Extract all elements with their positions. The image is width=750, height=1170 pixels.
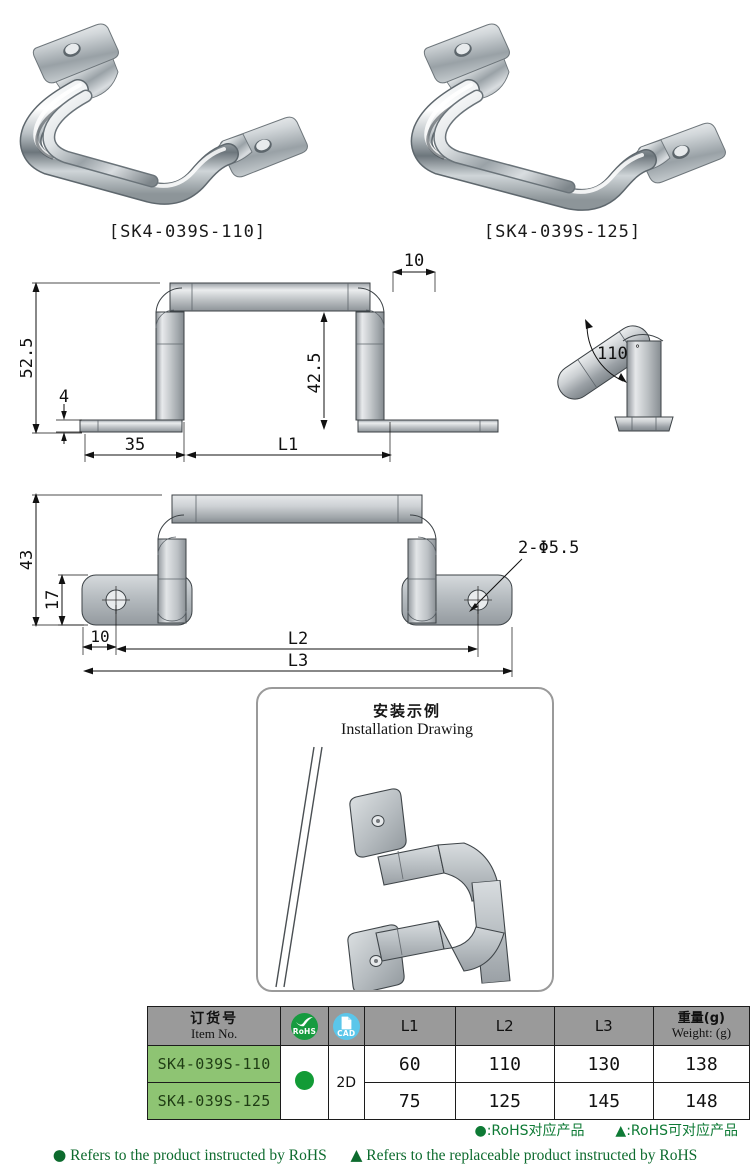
svg-text:2-Φ5.5: 2-Φ5.5 (518, 538, 579, 558)
cell-l2-row1: 125 (454, 1082, 555, 1120)
legend-en-triangle-symbol: ▲ (350, 1146, 363, 1164)
side-elevation-drawing: 110 ° (557, 319, 674, 432)
front-elevation-drawing: 52.5 4 42.5 10 35 L1 (20, 252, 499, 462)
table-row: SK4-039S-110 2D 60 110 130 138 (146, 1045, 750, 1120)
cell-weight-row1: 148 (652, 1082, 750, 1120)
legend-cn-circle-symbol: ● (474, 1123, 487, 1139)
legend-cn-circle-text: :RoHS对应产品 (486, 1123, 585, 1139)
cad-badge-label: CAD (337, 1028, 356, 1038)
header-cad-badge: CAD (327, 1006, 365, 1046)
rohs-icon: RoHS (290, 1012, 318, 1040)
installation-example-drawing (275, 746, 511, 990)
header-item-no-en: Item No. (191, 1025, 238, 1041)
product-code-125: [SK4-039S-125] (483, 222, 642, 242)
svg-text:110: 110 (597, 344, 628, 364)
svg-text:L2: L2 (288, 629, 308, 649)
specification-table: 订货号 Item No. RoHS (146, 1006, 750, 1120)
header-rohs-badge: RoHS (280, 1006, 329, 1046)
table-row: SK4-039S-125 75 125 145 148 (146, 1082, 750, 1120)
product-photo-cell-110: [SK4-039S-110] (0, 0, 375, 250)
stainless-handle-110-photo (19, 23, 308, 205)
cell-item-no-row1: SK4-039S-125 (146, 1082, 282, 1120)
rohs-status-dot-icon (294, 1071, 314, 1090)
svg-text:42.5: 42.5 (305, 353, 325, 394)
header-weight: 重量(g) Weight: (g) (652, 1006, 750, 1046)
svg-text:52.5: 52.5 (20, 338, 37, 379)
header-l1: L1 (363, 1006, 456, 1046)
installation-title: 安装示例 Installation Drawing (258, 702, 552, 740)
svg-text:43: 43 (20, 550, 37, 570)
header-l3: L3 (553, 1006, 654, 1046)
stainless-handle-125-photo (410, 23, 726, 211)
svg-text:17: 17 (43, 590, 63, 610)
cell-l3-row0: 130 (553, 1045, 654, 1083)
legend-chinese: ●:RoHS对应产品 ▲:RoHS可对应产品 (0, 1120, 739, 1140)
table-header-row: 订货号 Item No. RoHS (146, 1006, 750, 1046)
legend-cn-triangle-text: :RoHS可对应产品 (626, 1123, 738, 1139)
legend-cn-triangle-symbol: ▲ (615, 1123, 627, 1139)
header-weight-cn: 重量(g) (677, 1011, 725, 1027)
header-item-no: 订货号 Item No. (146, 1006, 282, 1046)
product-code-110: [SK4-039S-110] (108, 222, 267, 242)
product-photo-cell-125: [SK4-039S-125] (375, 0, 750, 250)
cell-item-no-row0: SK4-039S-110 (146, 1045, 282, 1083)
cell-cad-format: 2D (327, 1045, 365, 1120)
cad-document-icon (341, 1016, 352, 1029)
rohs-check-icon (295, 1016, 313, 1026)
svg-text:4: 4 (59, 387, 69, 407)
cad-icon: CAD (332, 1012, 360, 1040)
legend-en-circle-text: Refers to the product instructed by RoHS (70, 1147, 327, 1164)
svg-text:L1: L1 (278, 435, 298, 455)
cell-l1-row1: 75 (363, 1082, 456, 1120)
svg-text:L3: L3 (288, 651, 308, 671)
cell-rohs-mark (280, 1045, 329, 1120)
installation-title-cn: 安装示例 (372, 702, 441, 720)
plan-view-drawing: 43 17 10 L2 L3 2-Φ5.5 (20, 493, 579, 677)
installation-title-en: Installation Drawing (341, 721, 473, 739)
svg-text:°: ° (635, 344, 640, 355)
cell-weight-row0: 138 (652, 1045, 750, 1083)
product-photo-row: [SK4-039S-110] (0, 0, 750, 250)
cell-l1-row0: 60 (363, 1045, 456, 1083)
rohs-badge-label: RoHS (292, 1026, 317, 1036)
installation-panel: 安装示例 Installation Drawing (256, 687, 554, 992)
header-item-no-cn: 订货号 (190, 1010, 239, 1027)
legend-english: ● Refers to the product instructed by Ro… (0, 1146, 750, 1165)
legend-en-circle-symbol: ● (52, 1146, 67, 1164)
legend-en-triangle-text: Refers to the replaceable product instru… (366, 1147, 698, 1164)
cell-l3-row1: 145 (553, 1082, 654, 1120)
cell-l2-row0: 110 (454, 1045, 555, 1083)
header-l2: L2 (454, 1006, 555, 1046)
svg-text:10: 10 (404, 252, 424, 271)
svg-text:10: 10 (90, 627, 109, 646)
svg-text:35: 35 (125, 435, 145, 455)
header-weight-en: Weight: (g) (671, 1025, 732, 1040)
